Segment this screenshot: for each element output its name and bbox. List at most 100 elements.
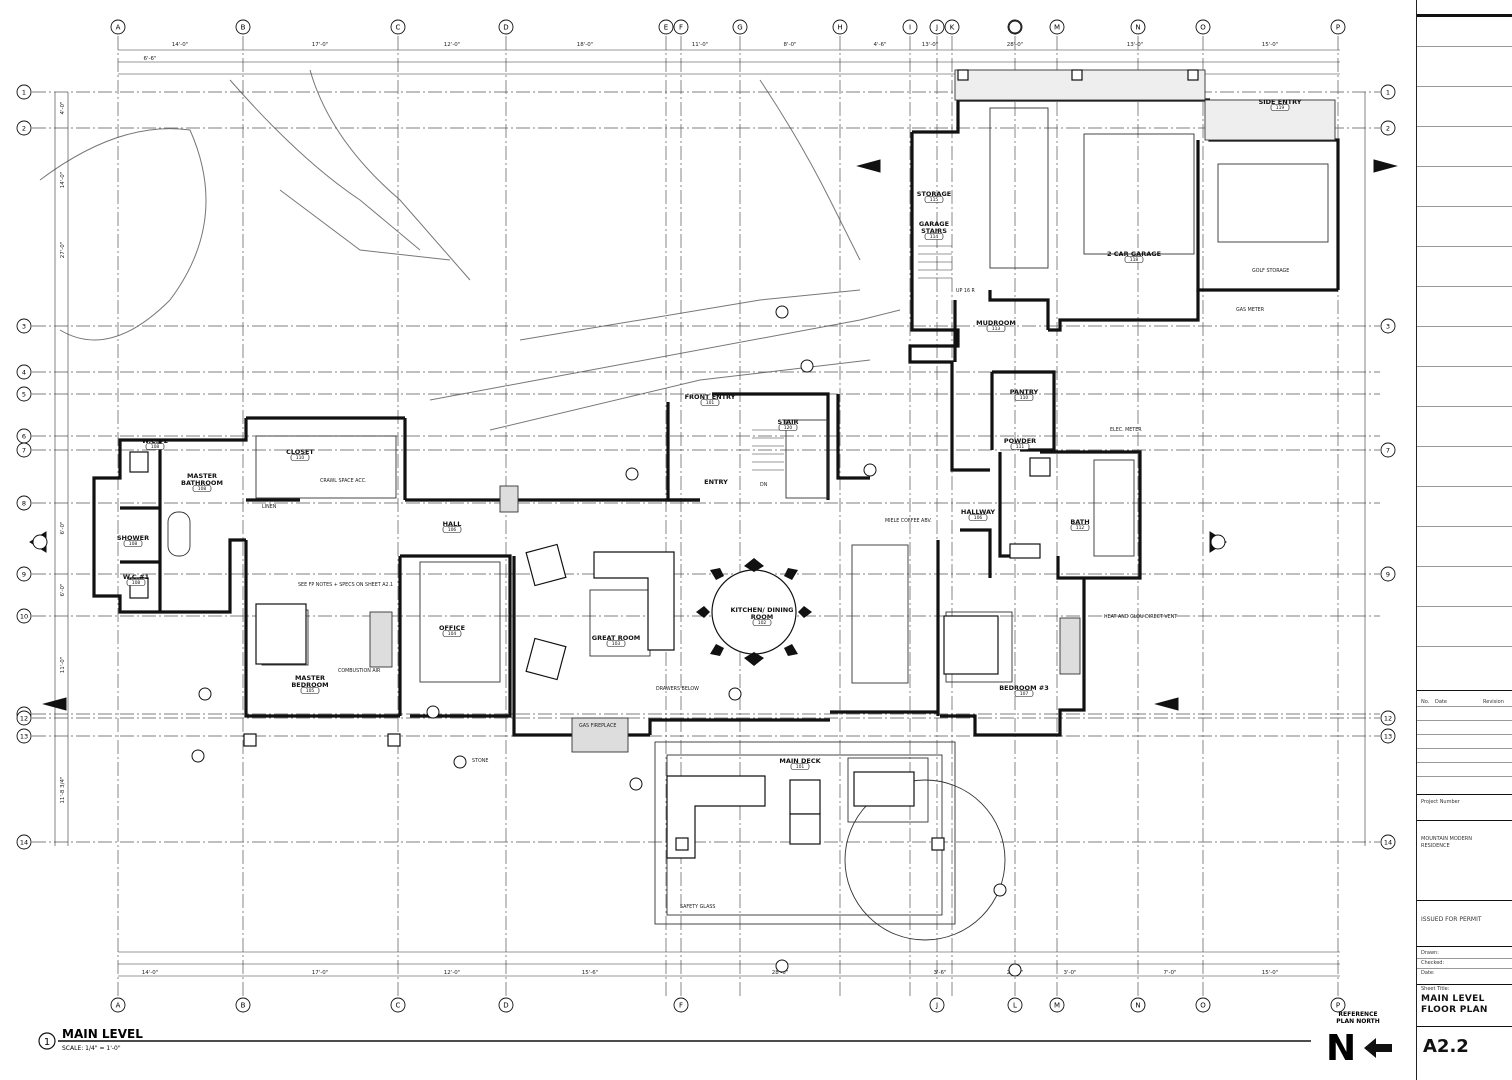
room-name-3-line0: 2 CAR GARAGE — [1107, 250, 1161, 258]
note-8: DRAWERS BELOW — [656, 686, 699, 692]
section-markers — [29, 20, 1398, 977]
room-tag-7: 106 — [974, 515, 983, 521]
title-block: No. Date Revision Project Number MOUNTAI… — [1416, 0, 1512, 1080]
room-tag-box-13 — [192, 485, 212, 492]
grid-bubble-K-top — [944, 19, 960, 35]
room-name-20-line1: ROOM — [751, 613, 774, 621]
grid-label-P-bottom: P — [1336, 1002, 1340, 1010]
grid-label-row-1-left: 1 — [22, 89, 26, 97]
sheet-number: A2.2 — [1423, 1036, 1469, 1057]
note-5: ELEC. METER — [1110, 427, 1142, 433]
grid-label-row-12-left: 12 — [20, 715, 28, 723]
grid-label-M-top: M — [1054, 24, 1060, 32]
note-9: STONE — [472, 758, 488, 764]
room-tag-box-21 — [300, 687, 320, 694]
grid-bubble-J-bottom — [929, 997, 945, 1013]
dim-top-2: 17'-0" — [312, 42, 329, 48]
grid-bubble-F-top — [673, 19, 689, 35]
grid-label-row-2-left: 2 — [22, 125, 26, 133]
grid-bubble-L-bottom — [1007, 997, 1023, 1013]
note-labels: CRAWL SPACE ACC.SEE FP NOTES + SPECS ON … — [262, 268, 1289, 910]
note-6: MIELE COFFEE ABV. — [885, 518, 932, 524]
revision-date-header: Date — [1435, 699, 1447, 705]
grid-bubble-row-9-right — [1380, 566, 1396, 582]
room-name-17-line0: HALL — [443, 520, 462, 528]
dim-top-1: 14'-0" — [172, 42, 189, 48]
drawing-title-block: 1 MAIN LEVEL SCALE: 1/4" = 1'-0" — [36, 1026, 1326, 1060]
room-name-0-line0: SIDE ENTRY — [1259, 98, 1302, 106]
grid-label-row-14-left: 14 — [20, 839, 28, 847]
grid-label-C-top: C — [396, 24, 401, 32]
grid-label-row-6-left: 6 — [22, 433, 26, 441]
site-contours — [39, 69, 901, 431]
room-tag-23: 101 — [796, 764, 805, 770]
grid-bubble-J-top — [929, 19, 945, 35]
dim-left-1: 14'-0" — [60, 172, 66, 189]
room-tag-box-2 — [924, 233, 944, 240]
grid-label-N-top: N — [1135, 24, 1140, 32]
revision-header: Revision — [1483, 699, 1504, 705]
grid-bubble-row-7-right — [1380, 442, 1396, 458]
grid-bubbles: ABCDEFGHIJKLMNOPABCDFJLMNOP1234567891011… — [16, 19, 1396, 1013]
note-1: SEE FP NOTES + SPECS ON SHEET A2.1 — [298, 582, 393, 588]
dim-top-8: 13'-0" — [922, 42, 939, 48]
grid-bubble-row-13-right — [1380, 728, 1396, 744]
dim-bottom-2: 12'-0" — [444, 970, 461, 976]
grid-label-row-9-right: 9 — [1386, 571, 1390, 579]
room-tag-13: 108 — [198, 486, 207, 492]
grid-bubble-P-bottom — [1330, 997, 1346, 1013]
dim-bottom-8: 7'-0" — [1163, 970, 1176, 976]
grid-bubble-O-bottom — [1195, 997, 1211, 1013]
note-7: HEAT AND GLOU DIRECT VENT — [1104, 614, 1177, 620]
grid-label-row-3-right: 3 — [1386, 323, 1390, 331]
room-name-9-line0: FRONT ENTRY — [685, 393, 736, 401]
room-tag-15: 108 — [129, 541, 138, 547]
dimension-strings — [54, 49, 1366, 977]
drawing-title: MAIN LEVEL — [62, 1027, 143, 1041]
grid-lines-vertical — [117, 36, 1339, 996]
room-name-15-line0: SHOWER — [117, 534, 149, 542]
grid-bubble-row-2-left — [16, 120, 32, 136]
dim-left-0: 4'-0" — [60, 101, 66, 114]
room-name-11-line0: ENTRY — [704, 478, 728, 486]
grid-bubble-row-12-right — [1380, 710, 1396, 726]
project-name: MOUNTAIN MODERN RESIDENCE — [1421, 836, 1473, 849]
grid-label-J-top: J — [935, 24, 938, 32]
grid-label-A-bottom: A — [116, 1002, 121, 1010]
revision-no-header: No. — [1421, 699, 1430, 705]
grid-bubble-row-2-right — [1380, 120, 1396, 136]
room-tag-5: 110 — [1020, 395, 1029, 401]
room-name-10-line0: STAIR — [777, 418, 798, 426]
grid-label-N-bottom: N — [1135, 1002, 1140, 1010]
room-tag-14: 108 — [151, 444, 160, 450]
furniture — [129, 451, 1051, 859]
room-name-7-line0: HALLWAY — [961, 508, 996, 516]
dim-left-5: 6'-0" — [60, 583, 66, 596]
room-tag-box-14 — [145, 443, 165, 450]
room-name-5-line0: PANTRY — [1010, 388, 1039, 396]
interior-lines — [167, 69, 1336, 941]
grid-bubble-D-top — [498, 19, 514, 35]
room-tag-box-22 — [1014, 690, 1034, 697]
room-name-6-line0: POWDER — [1004, 437, 1036, 445]
detail-number: 1 — [44, 1037, 50, 1048]
room-tag-4: 113 — [992, 326, 1001, 332]
room-tag-box-15 — [123, 540, 143, 547]
room-tag-22: 107 — [1020, 691, 1029, 697]
project-number-label: Project Number — [1421, 799, 1460, 805]
room-tag-10: 120 — [784, 425, 793, 431]
room-tag-box-20 — [752, 619, 772, 626]
room-tag-box-19 — [606, 640, 626, 647]
room-tag-box-0 — [1270, 104, 1290, 111]
room-tag-box-7 — [968, 514, 988, 521]
grid-bubble-C-bottom — [390, 997, 406, 1013]
grid-bubble-row-1-right — [1380, 84, 1396, 100]
room-tag-box-1 — [924, 196, 944, 203]
